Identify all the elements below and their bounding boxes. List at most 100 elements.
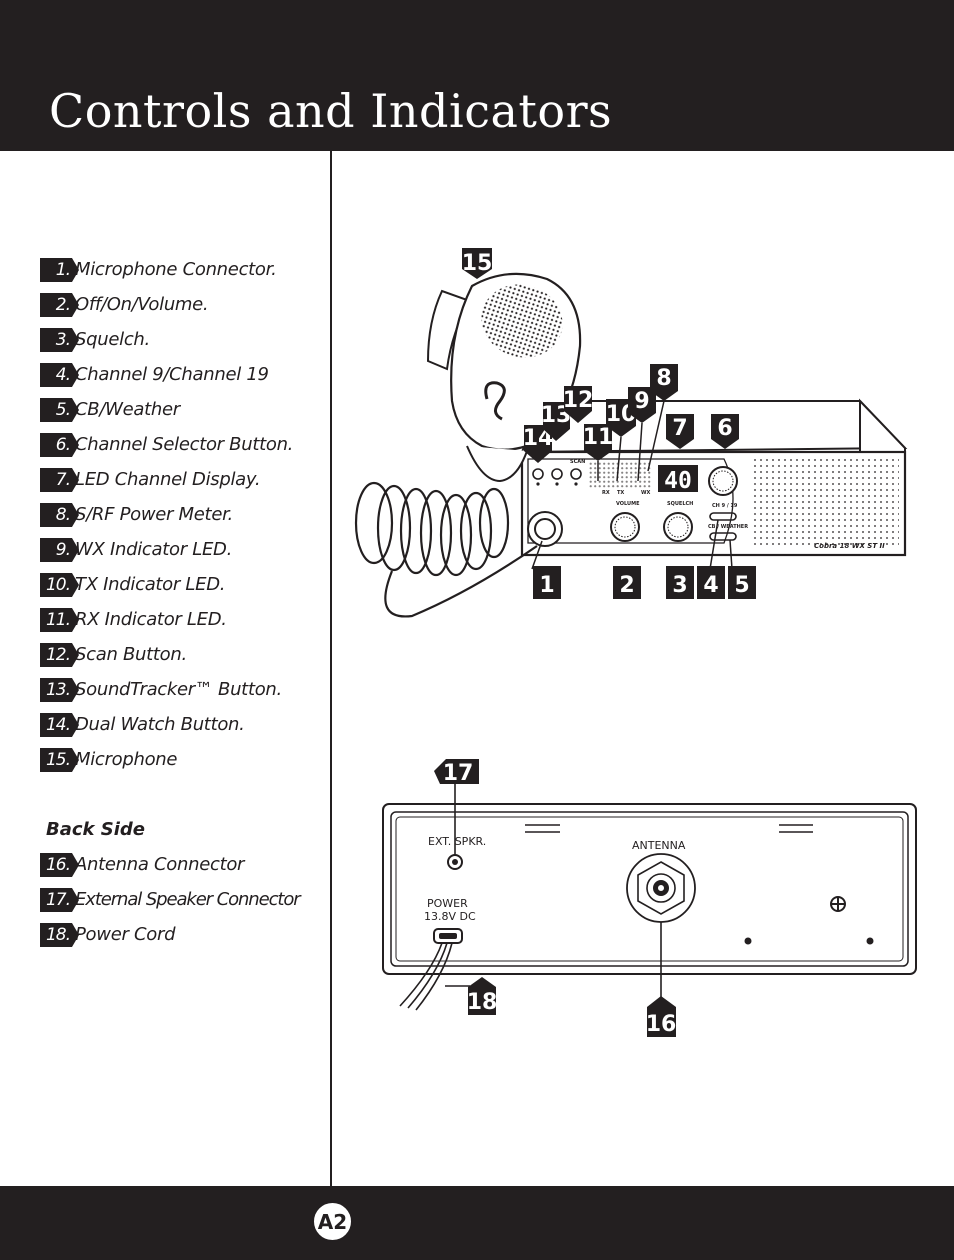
squelch-label: SQUELCH	[667, 501, 693, 507]
item-number: 8.	[40, 502, 79, 527]
microphone-connector	[527, 511, 563, 547]
item-label: Power Cord	[75, 924, 176, 945]
callout-2: 2	[613, 566, 641, 599]
item-label: Off/On/Volume.	[75, 294, 209, 315]
item-label: WX Indicator LED.	[75, 539, 232, 560]
channel-display-value: 40	[664, 468, 692, 494]
item-number: 16.	[40, 852, 79, 877]
list-item: 6.Channel Selector Button.	[40, 427, 330, 462]
list-item: 14.Dual Watch Button.	[40, 707, 330, 742]
list-item: 17.External Speaker Connector	[40, 882, 330, 917]
item-number: 6.	[40, 432, 79, 457]
svg-text:4: 4	[703, 573, 718, 598]
column-divider	[330, 151, 332, 1186]
cbwx-label: CB / WEATHER	[708, 524, 748, 530]
list-item: 4.Channel 9/Channel 19	[40, 357, 330, 392]
wx-label: WX	[641, 490, 651, 496]
volume-label: VOLUME	[616, 501, 640, 507]
item-label: Channel Selector Button.	[75, 434, 294, 455]
callout-8: 8	[650, 364, 678, 401]
item-number: 3.	[40, 327, 79, 352]
page-footer	[0, 1186, 954, 1260]
controls-list: 1.Microphone Connector. 2.Off/On/Volume.…	[40, 252, 330, 952]
cb-radio-front: SCAN RX TX WX 40 VOLUME SQUELCH CH 9 / 1…	[520, 398, 908, 557]
scan-button	[570, 468, 582, 480]
item-label: RX Indicator LED.	[75, 609, 227, 630]
item-label: SoundTracker™ Button.	[75, 679, 282, 700]
item-label: Squelch.	[75, 329, 150, 350]
callout-10: 10	[606, 399, 636, 437]
item-number: 9.	[40, 537, 79, 562]
list-item: 15.Microphone	[40, 742, 330, 777]
item-number: 18.	[40, 922, 79, 947]
callout-16: 16	[646, 996, 677, 1037]
item-number: 14.	[40, 712, 79, 737]
item-label: S/RF Power Meter.	[75, 504, 233, 525]
ch919-switch	[709, 512, 737, 521]
ext-spkr-label: EXT. SPKR.	[428, 835, 486, 848]
speaker-grill	[754, 458, 899, 548]
tx-label: TX	[617, 490, 624, 496]
item-number: 4.	[40, 362, 79, 387]
item-label: Scan Button.	[75, 644, 187, 665]
item-label: External Speaker Connector	[75, 889, 301, 910]
power-voltage-label: 13.8V DC	[424, 910, 476, 923]
list-item: 18.Power Cord	[40, 917, 330, 952]
antenna-label: ANTENNA	[632, 839, 686, 852]
callout-3: 3	[666, 566, 694, 599]
item-number: 12.	[40, 642, 79, 667]
list-item: 5.CB/Weather	[40, 392, 330, 427]
svg-text:6: 6	[717, 416, 732, 441]
cbwx-switch	[709, 532, 737, 541]
s-rf-meter	[589, 461, 651, 489]
svg-text:2: 2	[619, 573, 634, 598]
page-title: Controls and Indicators	[49, 84, 613, 138]
callout-17: 17	[434, 759, 479, 786]
list-item: 9.WX Indicator LED.	[40, 532, 330, 567]
svg-text:16: 16	[646, 1012, 677, 1037]
callout-18: 18	[467, 977, 498, 1015]
item-label: TX Indicator LED.	[75, 574, 226, 595]
item-number: 10.	[40, 572, 79, 597]
svg-text:17: 17	[443, 761, 474, 786]
item-label: Microphone Connector.	[75, 259, 277, 280]
item-label: Channel 9/Channel 19	[75, 364, 269, 385]
ch919-label: CH 9 / 19	[712, 503, 738, 509]
dual-watch-button	[532, 468, 544, 480]
svg-text:1: 1	[539, 573, 554, 598]
item-number: 1.	[40, 257, 79, 282]
soundtracker-button	[551, 468, 563, 480]
svg-text:3: 3	[672, 573, 687, 598]
callout-9: 9	[628, 387, 656, 423]
callout-11: 11	[583, 424, 613, 461]
item-label: Dual Watch Button.	[75, 714, 245, 735]
list-item: 10.TX Indicator LED.	[40, 567, 330, 602]
callout-6: 6	[711, 414, 739, 449]
callout-15: 15	[462, 248, 492, 279]
list-item: 7.LED Channel Display.	[40, 462, 330, 497]
cb-radio-back: EXT. SPKR. ANTENNA POWER 13.8V DC	[382, 803, 917, 1011]
page-number-badge: A2	[312, 1201, 353, 1242]
svg-text:18: 18	[467, 990, 498, 1015]
item-label: LED Channel Display.	[75, 469, 261, 490]
item-number: 7.	[40, 467, 79, 492]
scan-label: SCAN	[570, 459, 585, 465]
power-label: POWER	[427, 897, 468, 910]
item-label: Microphone	[75, 749, 178, 770]
callout-5: 5	[728, 566, 756, 599]
list-item: 12.Scan Button.	[40, 637, 330, 672]
callout-4: 4	[697, 566, 725, 599]
item-number: 13.	[40, 677, 79, 702]
model-label: Cobra 18 WX ST II	[814, 542, 885, 550]
radio-diagram: SCAN RX TX WX 40 VOLUME SQUELCH CH 9 / 1…	[354, 248, 917, 1037]
svg-text:12: 12	[563, 388, 594, 413]
item-number: 17.	[40, 887, 79, 912]
rx-label: RX	[602, 490, 610, 496]
list-item: 16.Antenna Connector	[40, 847, 330, 882]
item-number: 5.	[40, 397, 79, 422]
svg-text:9: 9	[634, 389, 649, 414]
svg-text:5: 5	[734, 573, 749, 598]
item-number: 2.	[40, 292, 79, 317]
item-number: 11.	[40, 607, 79, 632]
led-channel-display	[658, 465, 698, 492]
